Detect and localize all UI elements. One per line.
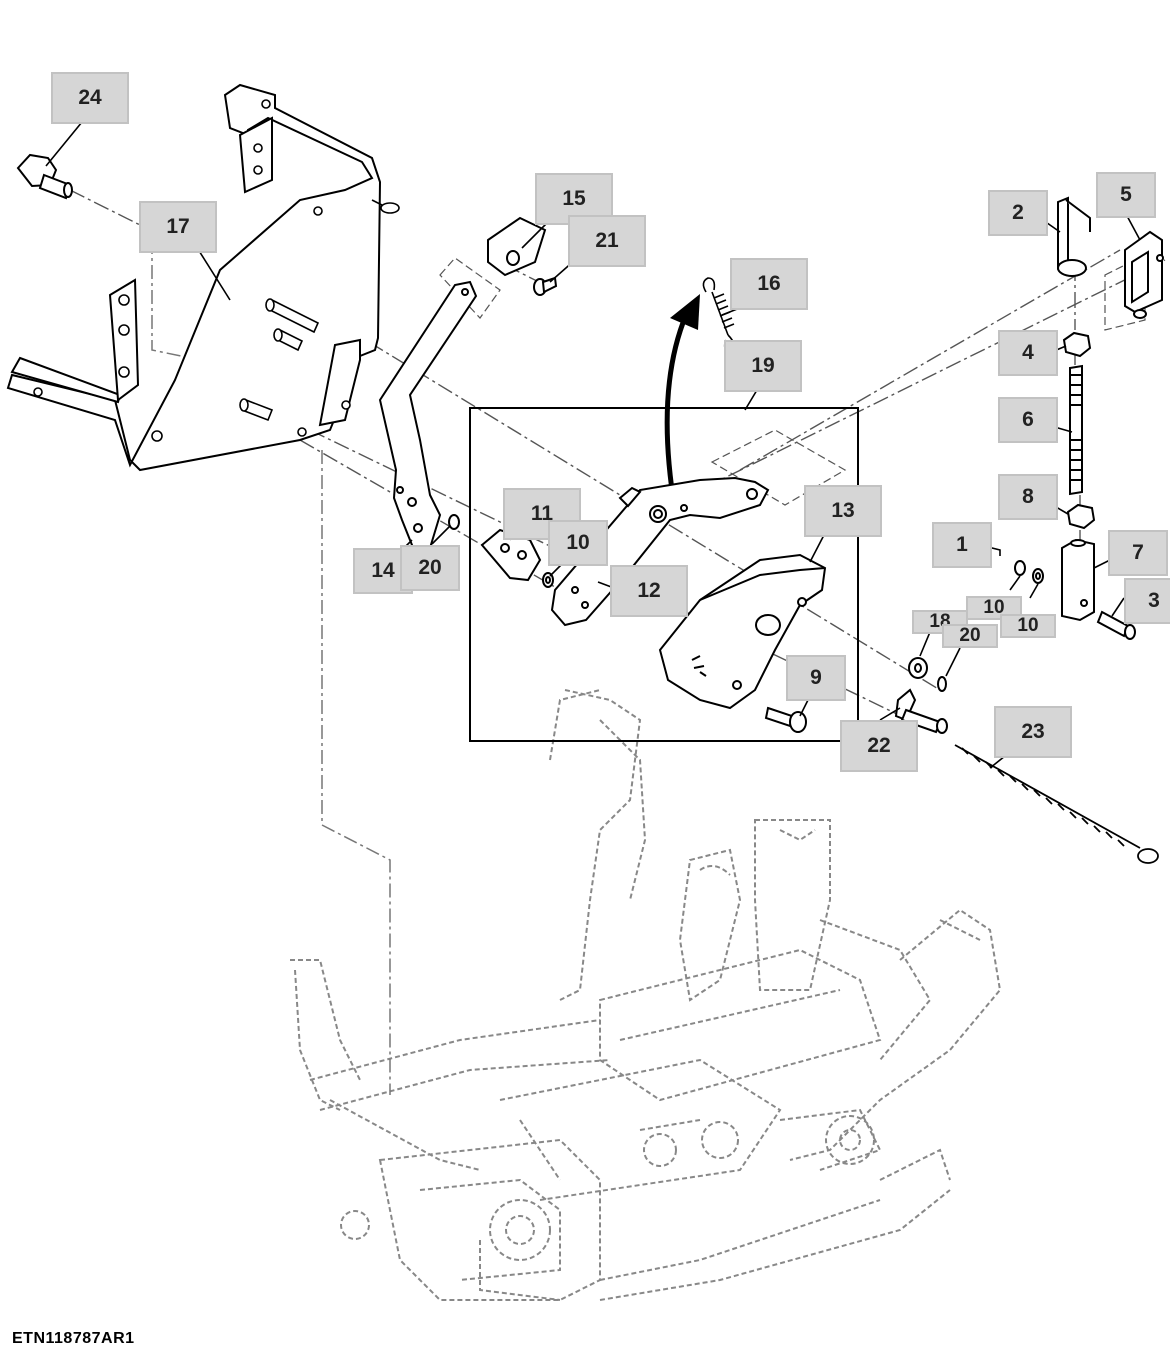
callout-23: 23	[994, 706, 1072, 758]
nut-8	[1066, 503, 1096, 530]
callout-3: 3	[1124, 578, 1170, 624]
pin-3	[1096, 610, 1136, 640]
block-11	[480, 528, 542, 582]
screw-21	[533, 276, 558, 296]
bracket-17-holes	[33, 99, 400, 442]
callout-22: 22	[840, 720, 918, 772]
arrow-to-spring	[664, 294, 700, 511]
bolt-24	[16, 153, 73, 200]
washers-left	[448, 514, 554, 588]
mounting-bracket-17	[6, 83, 382, 472]
washers-18-20	[908, 657, 947, 692]
callout-8: 8	[998, 474, 1058, 520]
lever-plate-12	[550, 476, 770, 627]
callout-19: 19	[724, 340, 802, 392]
callout-24: 24	[51, 72, 129, 124]
clevis-5	[1124, 230, 1164, 319]
leader-dashed-17-down	[151, 240, 391, 1095]
group-box-19	[469, 407, 859, 742]
callout-1: 1	[932, 522, 992, 568]
chain-23	[954, 744, 1159, 864]
callout-4: 4	[998, 330, 1058, 376]
block-15	[487, 216, 547, 277]
screw-9	[764, 706, 807, 733]
callout-14: 14	[353, 548, 413, 594]
callout-2: 2	[988, 190, 1048, 236]
figure-id: ETN118787AR1	[12, 1330, 135, 1347]
callout-20-right: 20	[942, 624, 998, 648]
callout-21: 21	[568, 215, 646, 267]
nut-4	[1062, 331, 1092, 358]
callout-7: 7	[1108, 530, 1168, 576]
callout-10-left: 10	[548, 520, 608, 566]
callout-13: 13	[804, 485, 882, 537]
callout-17: 17	[139, 201, 217, 253]
callout-6: 6	[998, 397, 1058, 443]
callout-12: 12	[610, 565, 688, 617]
washers-right	[1014, 560, 1044, 584]
callout-5: 5	[1096, 172, 1156, 218]
pin-2	[1057, 196, 1091, 277]
callout-9: 9	[786, 655, 846, 701]
hitch-assembly-ghost	[290, 689, 1002, 1301]
pin-22	[894, 688, 948, 734]
bracket-17-studs	[239, 298, 320, 422]
callout-20-left: 20	[400, 545, 460, 591]
callout-10-right-b: 10	[1000, 614, 1056, 638]
spring-16	[702, 277, 735, 351]
callout-16: 16	[730, 258, 808, 310]
threaded-rod-6	[1069, 364, 1083, 496]
cam-plate-13	[658, 553, 827, 710]
block-7	[1061, 538, 1095, 622]
lever-14	[378, 280, 478, 552]
